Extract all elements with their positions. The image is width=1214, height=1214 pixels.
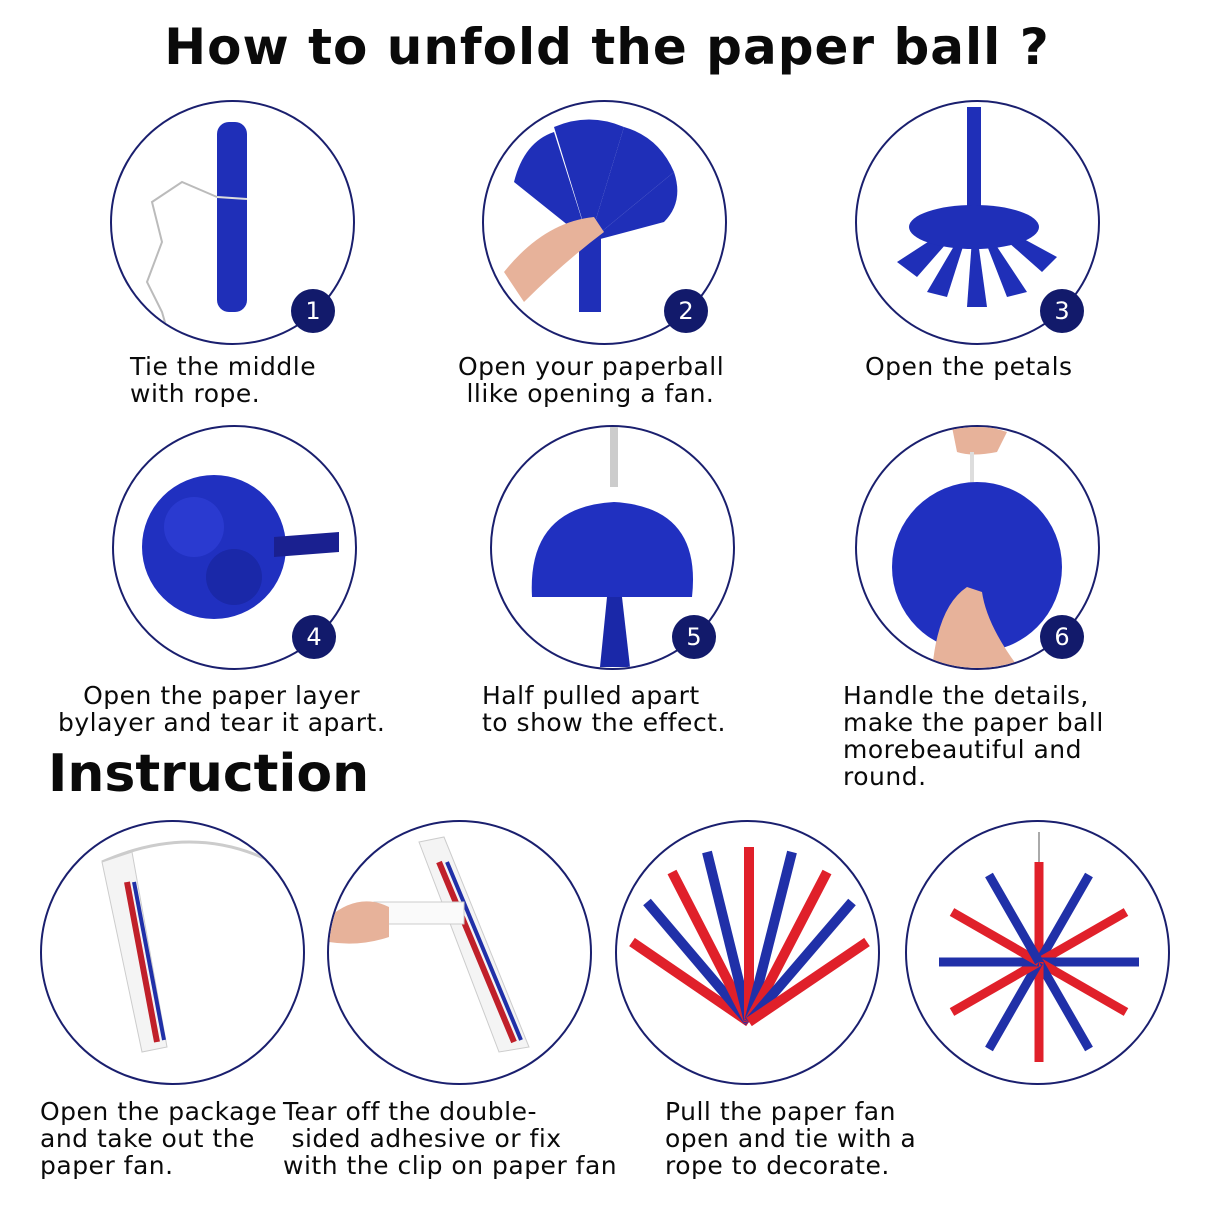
- step-3-badge: 3: [1040, 289, 1084, 333]
- step-4-image: [112, 425, 357, 670]
- instruction-2-caption: Tear off the double- sided adhesive or f…: [283, 1097, 618, 1180]
- folded-fan-illustration: [101, 840, 273, 1053]
- step-2-caption: Open your paperball llike opening a fan.: [458, 352, 725, 408]
- step-4-badge: 4: [292, 615, 336, 659]
- step-6-caption: Handle the details, make the paper ball …: [843, 681, 1104, 791]
- page-title: How to unfold the paper ball ?: [164, 18, 1050, 76]
- step-4-caption: Open the paper layer bylayer and tear it…: [58, 681, 386, 737]
- petals-illustration: [897, 107, 1057, 307]
- pompom-illustration: [142, 475, 339, 619]
- instruction-1-caption: Open the package and take out the paper …: [40, 1097, 278, 1180]
- instruction-4-image: [905, 820, 1170, 1085]
- half-pompom-illustration: [531, 427, 694, 667]
- fan-opening-illustration: [504, 119, 678, 312]
- step-1-image: [110, 100, 355, 345]
- instruction-1-image: [40, 820, 305, 1085]
- step-1-caption: Tie the middle with rope.: [130, 352, 317, 408]
- step-1-badge: 1: [291, 289, 335, 333]
- step-5-badge: 5: [672, 615, 716, 659]
- step-2-image: [482, 100, 727, 345]
- adhesive-tape-illustration: [329, 836, 530, 1053]
- instruction-3-image: [615, 820, 880, 1085]
- step-3-caption: Open the petals: [865, 352, 1073, 381]
- instruction-title: Instruction: [48, 744, 370, 804]
- instruction-3-caption: Pull the paper fan open and tie with a r…: [665, 1097, 917, 1180]
- fluffing-pompom-illustration: [892, 427, 1062, 668]
- folded-strip-illustration: [145, 122, 248, 343]
- step-2-badge: 2: [664, 289, 708, 333]
- instruction-2-image: [327, 820, 592, 1085]
- open-fan-illustration: [939, 832, 1139, 1062]
- step-6-badge: 6: [1040, 615, 1084, 659]
- half-open-fan-illustration: [629, 847, 870, 1027]
- step-5-caption: Half pulled apart to show the effect.: [482, 681, 726, 737]
